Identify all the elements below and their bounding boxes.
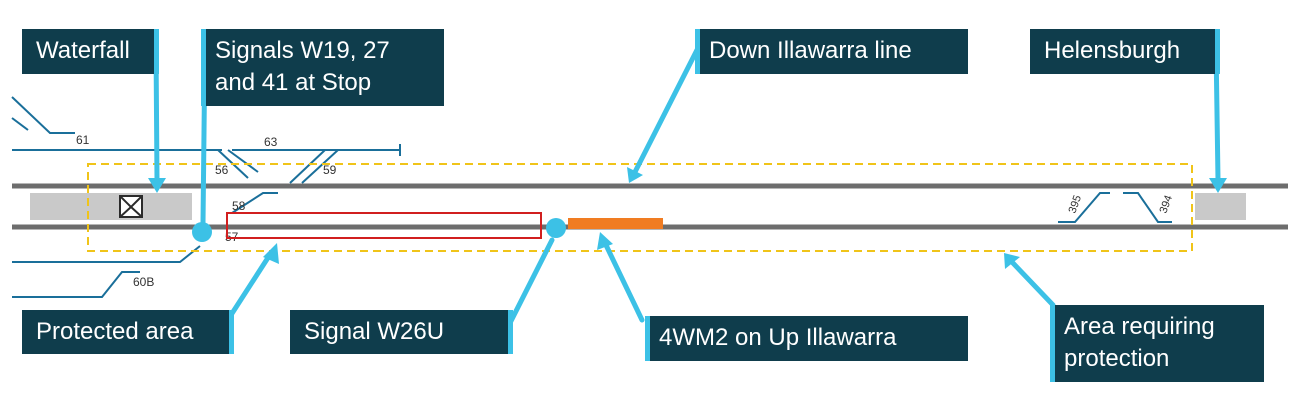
- label-helensburgh: Helensburgh: [1030, 29, 1220, 74]
- vehicle-4wm2: [568, 218, 663, 229]
- label-signals: Signals W19, 27 and 41 at Stop: [201, 29, 444, 106]
- label-signal-w26u-text: Signal W26U: [304, 318, 445, 345]
- label-signal-w26u: Signal W26U: [290, 310, 513, 354]
- track-number-59: 59: [323, 163, 337, 177]
- label-helensburgh-text: Helensburgh: [1044, 37, 1181, 64]
- track-number-61: 61: [76, 133, 90, 147]
- label-4wm2-text: 4WM2 on Up Illawarra: [659, 324, 897, 351]
- label-waterfall: Waterfall: [22, 29, 159, 74]
- signal-w19-marker: [192, 222, 212, 242]
- track-number-394: 394: [1158, 194, 1176, 215]
- label-4wm2: 4WM2 on Up Illawarra: [645, 316, 968, 361]
- label-signals-line1: Signals W19, 27: [215, 37, 390, 64]
- label-area-requiring-protection: Area requiring protection: [1050, 305, 1264, 382]
- label-protected-area: Protected area: [22, 310, 234, 354]
- track-number-56: 56: [215, 163, 229, 177]
- signal-w26u-marker: [546, 218, 566, 238]
- label-down-illawarra-text: Down Illawarra line: [709, 37, 912, 64]
- label-area-requiring-line1: Area requiring: [1064, 313, 1215, 340]
- label-down-illawarra: Down Illawarra line: [695, 29, 968, 74]
- track-number-60b: 60B: [133, 275, 154, 289]
- track-number-395: 395: [1067, 194, 1085, 215]
- label-area-requiring-line2: protection: [1064, 345, 1170, 372]
- track-number-63: 63: [264, 135, 278, 149]
- station-icon: [119, 195, 143, 218]
- waterfall-platform: [30, 193, 192, 220]
- callout-arrows: [148, 39, 1227, 326]
- helensburgh-platform: [1195, 193, 1246, 220]
- protected-area-outline: [226, 212, 542, 239]
- track-number-58: 58: [232, 199, 246, 213]
- label-waterfall-text: Waterfall: [36, 37, 130, 64]
- label-protected-area-text: Protected area: [36, 318, 194, 345]
- label-signals-line2: and 41 at Stop: [215, 69, 372, 96]
